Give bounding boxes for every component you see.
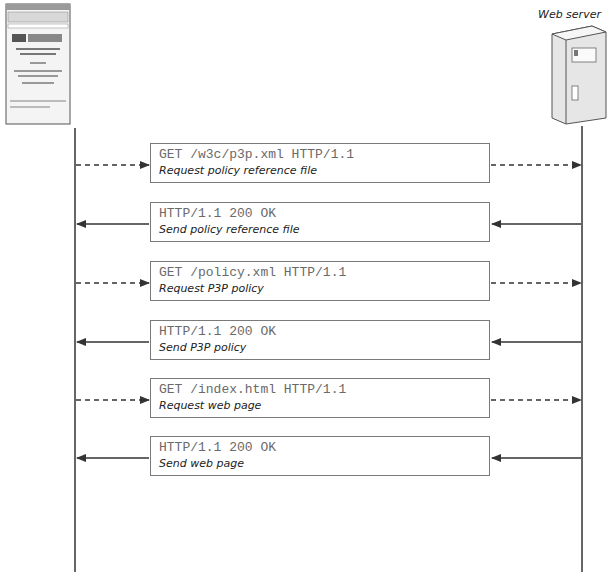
- message-description: Send policy reference file: [159, 222, 481, 237]
- server-node: Web server: [538, 8, 601, 21]
- request-arrow: [76, 282, 149, 283]
- http-message: HTTP/1.1 200 OK: [159, 440, 481, 456]
- request-arrow: [491, 399, 581, 400]
- server-label: Web server: [538, 8, 601, 21]
- message-box: GET /index.html HTTP/1.1Request web page: [150, 378, 490, 418]
- http-message: GET /policy.xml HTTP/1.1: [159, 265, 481, 281]
- request-arrow: [76, 164, 149, 165]
- http-message: HTTP/1.1 200 OK: [159, 206, 481, 222]
- request-arrow: [76, 399, 149, 400]
- message-box: GET /policy.xml HTTP/1.1Request P3P poli…: [150, 261, 490, 301]
- response-arrow: [492, 457, 581, 458]
- message-description: Send web page: [159, 456, 481, 471]
- request-arrow: [491, 282, 581, 283]
- http-message: GET /w3c/p3p.xml HTTP/1.1: [159, 147, 481, 163]
- response-arrow: [77, 341, 149, 342]
- response-arrow: [77, 223, 149, 224]
- message-description: Request P3P policy: [159, 281, 481, 296]
- http-message: HTTP/1.1 200 OK: [159, 324, 481, 340]
- message-box: GET /w3c/p3p.xml HTTP/1.1Request policy …: [150, 143, 490, 183]
- message-description: Request policy reference file: [159, 163, 481, 178]
- browser-lifeline: [74, 128, 76, 572]
- response-arrow: [492, 223, 581, 224]
- request-arrow: [491, 164, 581, 165]
- message-box: HTTP/1.1 200 OKSend P3P policy: [150, 320, 490, 360]
- browser-screenshot: [6, 4, 70, 124]
- message-description: Request web page: [159, 398, 481, 413]
- message-box: HTTP/1.1 200 OKSend policy reference fil…: [150, 202, 490, 242]
- http-message: GET /index.html HTTP/1.1: [159, 382, 481, 398]
- response-arrow: [492, 341, 581, 342]
- message-box: HTTP/1.1 200 OKSend web page: [150, 436, 490, 476]
- server-lifeline: [581, 126, 583, 572]
- server-icon: [552, 26, 606, 124]
- message-description: Send P3P policy: [159, 340, 481, 355]
- response-arrow: [77, 457, 149, 458]
